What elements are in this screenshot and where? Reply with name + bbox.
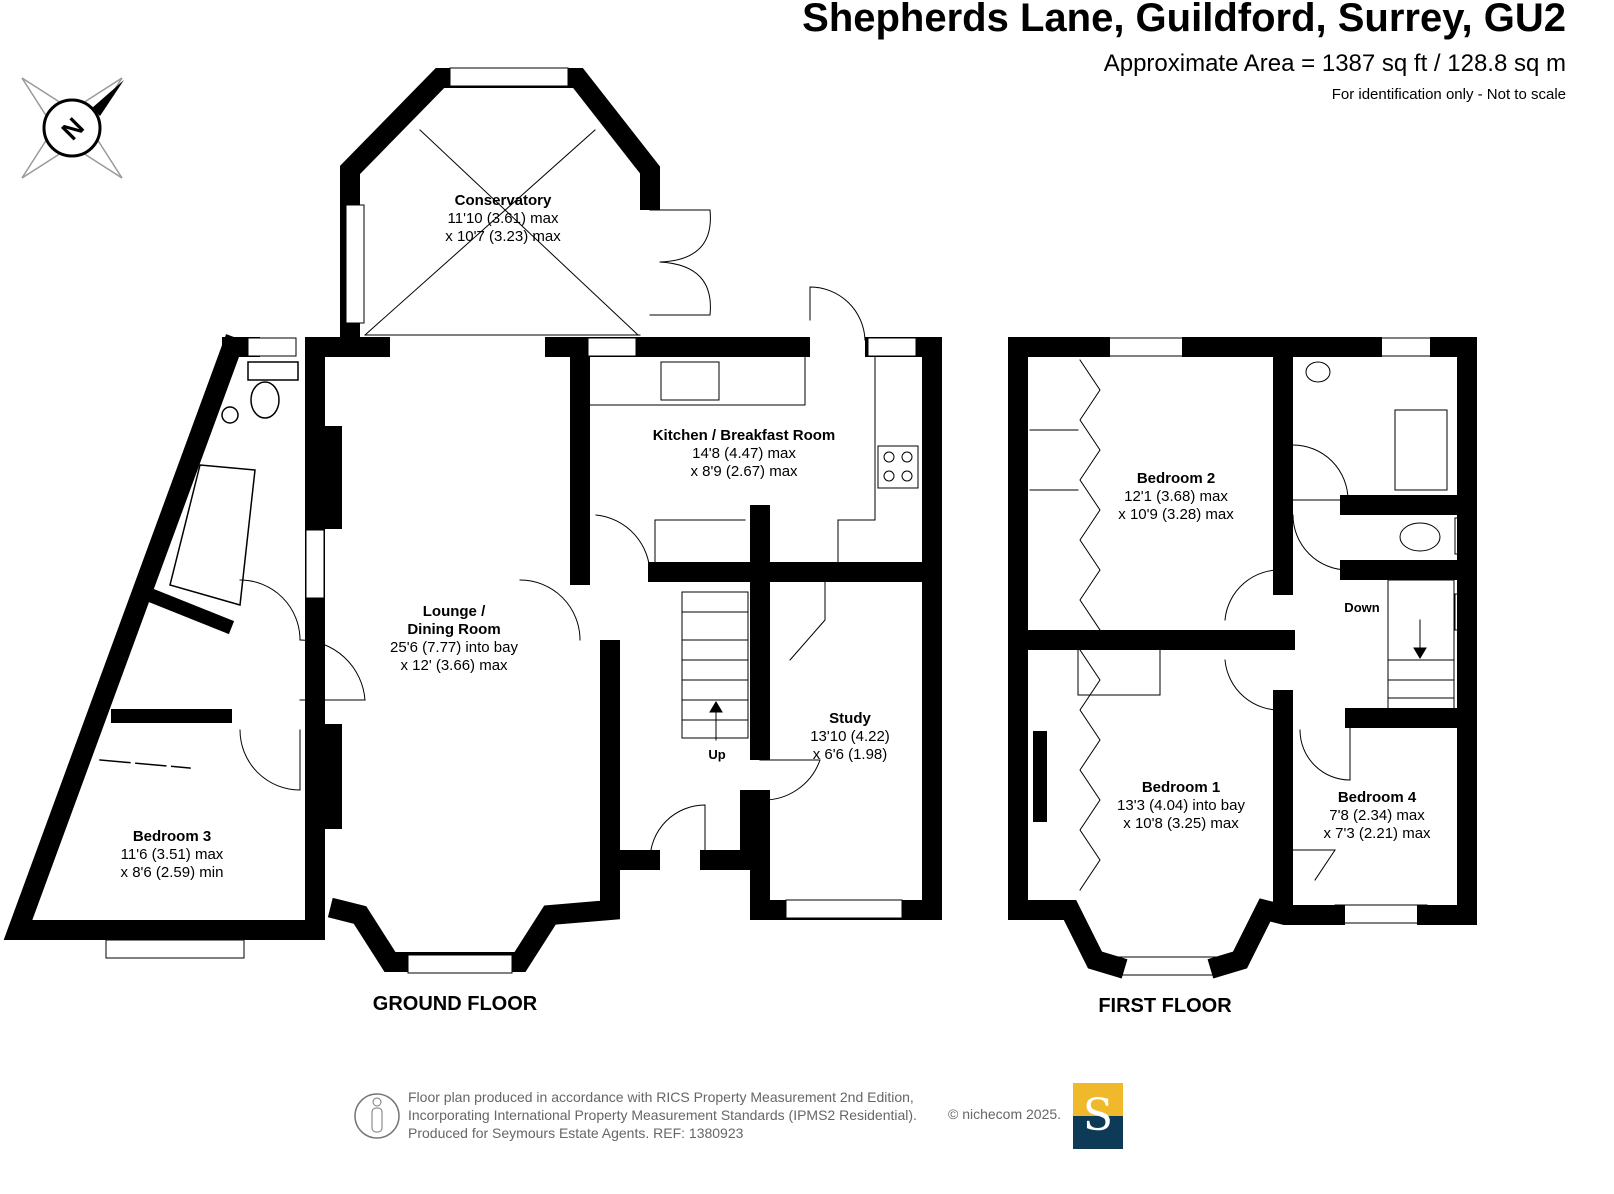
room-name: Bedroom 3 (132, 828, 212, 845)
room-dimension: x 12' (3.66) max (400, 657, 508, 674)
room-name: Bedroom 1 (1141, 779, 1221, 796)
room-name: Study (829, 710, 871, 727)
room-bedroom-4: Bedroom 4 7'8 (2.34) max x 7'3 (2.21) ma… (1323, 789, 1430, 843)
room-name: Bedroom 4 (1337, 789, 1417, 806)
footer-line: Floor plan produced in accordance with R… (408, 1089, 914, 1105)
copyright: © nichecom 2025. (948, 1106, 1062, 1122)
room-study: Study 13'10 (4.22) x 6'6 (1.98) (810, 710, 890, 764)
room-name: Lounge / (422, 603, 486, 620)
room-dimension: 14'8 (4.47) max (692, 445, 796, 462)
room-dimension: 13'3 (4.04) into bay (1117, 797, 1245, 814)
compass-icon: N (21, 77, 124, 179)
room-dimension: 11'10 (3.61) max (447, 210, 559, 227)
ground-floor-label: GROUND FLOOR (372, 993, 538, 1015)
room-dimension: x 7'3 (2.21) max (1323, 825, 1431, 842)
room-dimension: x 10'8 (3.25) max (1123, 815, 1239, 832)
footer-line: Incorporating International Property Mea… (408, 1107, 917, 1123)
seymours-logo: S (1073, 1083, 1123, 1149)
stairs-up-label: Up (708, 747, 726, 762)
disclaimer-note: For identification only - Not to scale (1331, 86, 1566, 103)
room-name: Kitchen / Breakfast Room (652, 427, 836, 444)
room-bedroom-3: Bedroom 3 11'6 (3.51) max x 8'6 (2.59) m… (121, 828, 224, 882)
room-dimension: 13'10 (4.22) (810, 728, 890, 745)
property-title: Shepherds Lane, Guildford, Surrey, GU2 (802, 0, 1566, 40)
stairs-down-label: Down (1344, 600, 1380, 615)
room-bedroom-1: Bedroom 1 13'3 (4.04) into bay x 10'8 (3… (1117, 779, 1245, 833)
room-bedroom-2: Bedroom 2 12'1 (3.68) max x 10'9 (3.28) … (1118, 470, 1233, 524)
room-dimension: x 10'7 (3.23) max (445, 228, 561, 245)
approximate-area: Approximate Area = 1387 sq ft / 128.8 sq… (1103, 50, 1566, 77)
room-dimension: x 8'6 (2.59) min (120, 864, 224, 881)
first-floor-label: FIRST FLOOR (1098, 995, 1232, 1017)
footer-line: Produced for Seymours Estate Agents. REF… (408, 1125, 744, 1141)
room-dimension: x 8'9 (2.67) max (690, 463, 798, 480)
room-dimension: x 6'6 (1.98) (812, 746, 888, 763)
room-dimension: 11'6 (3.51) max (120, 846, 224, 863)
room-conservatory: Conservatory 11'10 (3.61) max x 10'7 (3.… (445, 192, 560, 246)
footer-text: Floor plan produced in accordance with R… (408, 1088, 917, 1142)
room-dimension: 12'1 (3.68) max (1124, 488, 1228, 505)
room-name: Bedroom 2 (1136, 470, 1216, 487)
room-dimension: 25'6 (7.77) into bay (390, 639, 518, 656)
room-kitchen: Kitchen / Breakfast Room 14'8 (4.47) max… (653, 427, 836, 481)
room-dimension: x 10'9 (3.28) max (1118, 506, 1234, 523)
room-dimension: 7'8 (2.34) max (1329, 807, 1425, 824)
first-floor-walls (1008, 337, 1477, 979)
room-name: Dining Room (407, 621, 501, 638)
logo-letter: S (1082, 1090, 1114, 1141)
room-lounge-dining: Lounge / Dining Room 25'6 (7.77) into ba… (390, 603, 518, 675)
room-name: Conservatory (454, 192, 552, 209)
